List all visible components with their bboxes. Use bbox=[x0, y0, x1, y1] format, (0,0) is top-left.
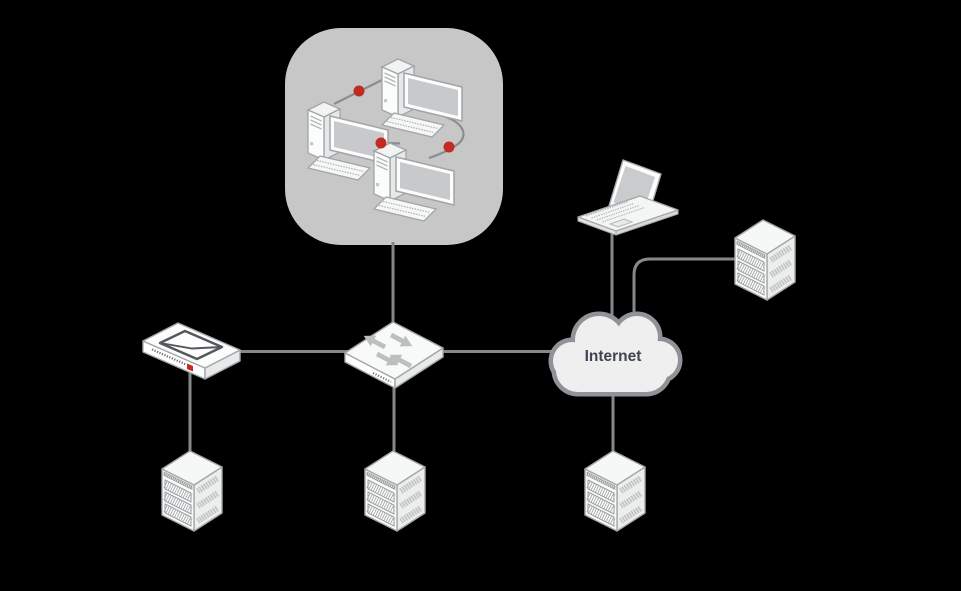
server-icon bbox=[162, 451, 222, 531]
link-server-cloud bbox=[632, 257, 738, 332]
mail-appliance-icon bbox=[142, 322, 241, 380]
envelope-icon bbox=[158, 329, 224, 361]
alert-dot-icon bbox=[353, 85, 365, 97]
internet-cloud-icon: Internet bbox=[548, 311, 683, 397]
alert-dot-icon bbox=[375, 137, 387, 149]
server-icon bbox=[585, 451, 645, 531]
switch-icon bbox=[344, 321, 444, 389]
server-icon bbox=[365, 451, 425, 531]
brand-logo-icon bbox=[187, 363, 193, 372]
server-icon bbox=[735, 220, 795, 300]
alert-dot-icon bbox=[443, 141, 455, 153]
laptop-icon bbox=[577, 159, 679, 236]
cloud-label: Internet bbox=[585, 348, 642, 365]
